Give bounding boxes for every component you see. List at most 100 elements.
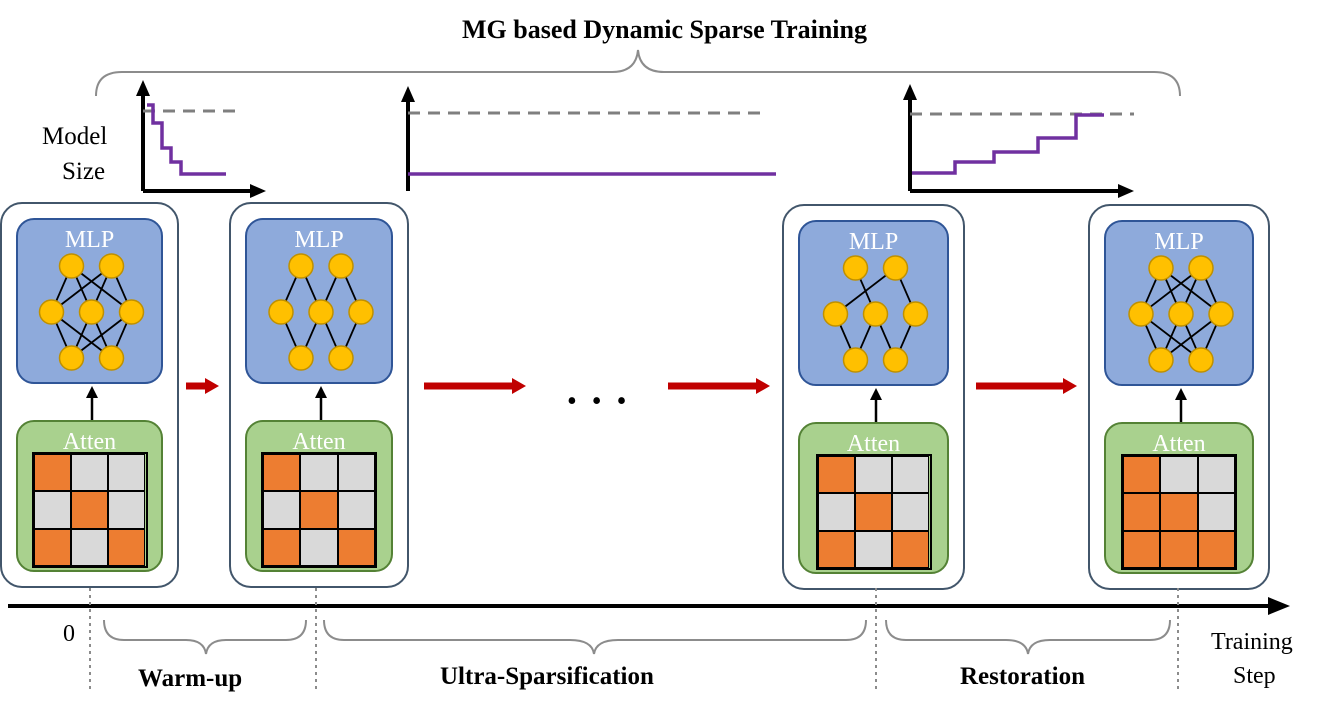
attention-module: Atten	[1104, 422, 1254, 574]
model-size-label-line2: Size	[62, 158, 106, 185]
attention-cell-inactive	[300, 454, 338, 492]
attention-mask-grid	[1121, 454, 1237, 570]
mlp-label: MLP	[848, 229, 899, 255]
phase-label-restoration: Restoration	[960, 663, 1085, 690]
neuron-node	[842, 347, 869, 373]
neuron-node	[348, 299, 374, 325]
brace-restoration	[885, 619, 1171, 655]
phase-label-warmup: Warm-up	[138, 665, 243, 692]
attention-cell-active	[1160, 530, 1198, 568]
mlp-module: MLP	[1104, 220, 1254, 386]
attention-cell-active	[300, 491, 338, 529]
mlp-module: MLP	[798, 220, 949, 386]
neuron-node	[328, 253, 354, 279]
mlp-module: MLP	[16, 218, 163, 384]
attention-cell-inactive	[263, 491, 301, 529]
attention-cell-inactive	[108, 491, 146, 529]
atten-label: Atten	[292, 429, 346, 455]
brace-ultra	[323, 619, 867, 655]
attention-cell-inactive	[854, 456, 893, 494]
transformer-block-3: MLP Atten	[782, 204, 965, 590]
attention-cell-active	[108, 528, 146, 566]
neuron-node	[1148, 347, 1174, 373]
atten-label: Atten	[1152, 431, 1206, 457]
attention-mask-grid	[31, 452, 148, 568]
atten-to-mlp-arrow	[315, 386, 327, 420]
mlp-label: MLP	[1154, 229, 1204, 255]
training-step-label-line2: Step	[1233, 663, 1276, 689]
attention-module: Atten	[245, 420, 393, 572]
atten-to-mlp-arrow	[869, 388, 882, 422]
neuron-node	[882, 347, 909, 373]
neuron-node	[842, 255, 869, 281]
neuron-node	[288, 345, 314, 371]
atten-to-mlp-arrow	[1175, 388, 1187, 422]
attention-mask-grid	[261, 452, 377, 568]
attention-cell-inactive	[817, 493, 855, 531]
attention-cell-active	[263, 454, 301, 492]
arrow-4-head	[1063, 378, 1077, 394]
attention-cell-active	[70, 491, 109, 529]
attention-cell-active	[33, 528, 71, 566]
neuron-node	[882, 255, 909, 281]
attention-cell-inactive	[1197, 493, 1235, 531]
ellipsis: • • •	[567, 386, 631, 417]
neuron-node	[328, 345, 354, 371]
neuron-node	[1188, 347, 1214, 373]
neuron-node	[98, 253, 125, 279]
attention-cell-active	[1160, 493, 1198, 531]
attention-cell-inactive	[337, 454, 375, 492]
attention-cell-inactive	[854, 530, 893, 568]
diagram-title: MG based Dynamic Sparse Training	[462, 15, 867, 44]
attention-cell-inactive	[70, 454, 109, 492]
attention-module: Atten	[798, 422, 949, 574]
neuron-node	[268, 299, 294, 325]
neuron-node	[1128, 301, 1154, 327]
attention-cell-inactive	[892, 456, 930, 494]
neuron-node	[118, 299, 145, 325]
neuron-node	[862, 301, 889, 327]
mlp-network	[268, 253, 374, 371]
mlp-network	[38, 253, 145, 371]
atten-to-mlp-arrow	[85, 386, 98, 420]
attention-cell-active	[817, 530, 855, 568]
arrow-2-head	[512, 378, 526, 394]
attention-cell-inactive	[337, 491, 375, 529]
attention-cell-inactive	[108, 454, 146, 492]
neuron-node	[1168, 301, 1194, 327]
transformer-block-1: MLP Atten	[0, 202, 179, 588]
arrow-1-head	[205, 378, 219, 394]
neuron-node	[78, 299, 105, 325]
attention-cell-active	[892, 530, 930, 568]
phase-label-ultra-sparsification: Ultra-Sparsification	[440, 663, 654, 690]
model-size-label-line1: Model	[42, 123, 108, 150]
mlp-network	[822, 255, 929, 373]
attention-cell-active	[1123, 530, 1161, 568]
neuron-node	[58, 345, 85, 371]
neuron-node	[1188, 255, 1214, 281]
attention-cell-inactive	[33, 491, 71, 529]
neuron-node	[308, 299, 334, 325]
neuron-node	[822, 301, 849, 327]
attention-cell-inactive	[1197, 456, 1235, 494]
attention-cell-active	[854, 493, 893, 531]
mlp-label: MLP	[64, 227, 115, 253]
attention-cell-active	[817, 456, 855, 494]
mlp-module: MLP	[245, 218, 393, 384]
attention-cell-active	[263, 528, 301, 566]
neuron-node	[98, 345, 125, 371]
attention-cell-active	[337, 528, 375, 566]
training-step-label-line1: Training	[1211, 629, 1293, 655]
attention-cell-active	[1123, 456, 1161, 494]
attention-cell-active	[33, 454, 71, 492]
neuron-node	[58, 253, 85, 279]
attention-cell-inactive	[70, 528, 109, 566]
attention-module: Atten	[16, 420, 163, 572]
neuron-node	[38, 299, 65, 325]
